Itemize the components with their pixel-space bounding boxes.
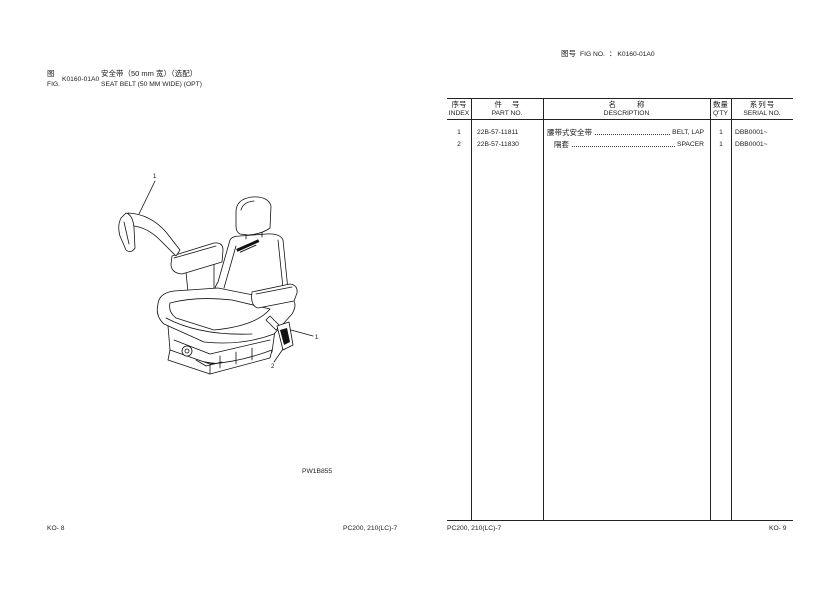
header-description: 名 称 DESCRIPTION bbox=[543, 99, 710, 119]
header-serial-no-cn: 系列号 bbox=[749, 100, 776, 109]
page-number-left: KO- 8 bbox=[47, 525, 65, 532]
header-qty: 数量 Q'TY bbox=[710, 99, 731, 119]
header-part-no: 件 号 PART NO. bbox=[471, 99, 543, 119]
headrest bbox=[235, 196, 272, 240]
fig-label-en: FIG. bbox=[47, 81, 61, 88]
cell-qty: 1 bbox=[719, 141, 723, 148]
illustration-code: PW1B855 bbox=[302, 468, 333, 475]
right-page: 图号 FIG NO.：K0160-01A0 序号 INDEX 件 号 PART N… bbox=[420, 0, 840, 594]
header-index-en: INDEX bbox=[448, 110, 470, 117]
table-row: 1 22B-57-11811 腰带式安全带 BELT, LAP 1 DBB000… bbox=[447, 129, 793, 141]
fig-code: K0160-01A0 bbox=[62, 76, 100, 83]
cell-index: 1 bbox=[457, 129, 461, 136]
header-index-cn: 序号 bbox=[451, 100, 467, 109]
adjust-knob bbox=[181, 345, 193, 357]
description-cn: 隔套 bbox=[554, 140, 569, 149]
description-cn: 腰带式安全带 bbox=[547, 128, 592, 137]
header-description-cn: 名 称 bbox=[608, 100, 655, 109]
parts-table: 序号 INDEX 件 号 PART NO. 名 称 DESCRIPTION 数量… bbox=[447, 98, 793, 521]
header-serial-no: 系列号 SERIAL NO. bbox=[731, 99, 793, 119]
header-description-en: DESCRIPTION bbox=[603, 110, 650, 117]
left-page: 图 FIG. K0160-01A0 安全带（50 mm 宽）（选配） SEAT … bbox=[47, 69, 398, 533]
cell-part-no: 22B-57-11830 bbox=[477, 141, 519, 148]
callout-1-lap-belt: 1 bbox=[153, 174, 157, 180]
logo-mark bbox=[236, 239, 260, 253]
belt-buckle bbox=[265, 315, 294, 351]
lap-belt bbox=[118, 212, 181, 257]
header-divider bbox=[447, 119, 793, 120]
page-number-right: KO- 9 bbox=[769, 525, 787, 532]
fig-label-cn: 图 bbox=[47, 69, 55, 78]
callout-2-spacer: 2 bbox=[271, 364, 275, 370]
fig-no-label-en: FIG NO. bbox=[580, 51, 605, 58]
cell-serial-no: DBB0001~ bbox=[735, 141, 768, 148]
description-en: BELT, LAP bbox=[672, 129, 704, 136]
header-serial-no-en: SERIAL NO. bbox=[743, 110, 781, 117]
cell-part-no: 22B-57-11811 bbox=[477, 129, 519, 136]
cell-serial-no: DBB0001~ bbox=[735, 129, 768, 136]
table-row: 2 22B-57-11830 隔套 SPACER 1 DBB0001~ bbox=[447, 141, 793, 153]
fig-no-separator: ： bbox=[608, 49, 617, 58]
fig-no-label-cn: 图号 bbox=[561, 49, 576, 58]
column-divider bbox=[731, 99, 732, 520]
left-armrest bbox=[170, 242, 224, 293]
cell-index: 2 bbox=[457, 141, 461, 148]
header-qty-cn: 数量 bbox=[713, 100, 728, 109]
description-en: SPACER bbox=[676, 141, 704, 148]
callout-1-buckle: 1 bbox=[315, 335, 319, 341]
cell-description: 隔套 SPACER bbox=[554, 141, 704, 149]
cell-qty: 1 bbox=[719, 129, 723, 136]
column-divider bbox=[710, 99, 711, 520]
figure-title-en: SEAT BELT (50 MM WIDE) (OPT) bbox=[101, 81, 202, 88]
column-divider bbox=[543, 99, 544, 520]
header-qty-en: Q'TY bbox=[712, 110, 729, 117]
header-index: 序号 INDEX bbox=[447, 99, 471, 119]
column-divider bbox=[471, 99, 472, 520]
fig-no-value: K0160-01A0 bbox=[617, 51, 655, 58]
seat-belt-illustration: 1 1 2 bbox=[118, 174, 319, 375]
dot-leader bbox=[595, 134, 671, 135]
right-armrest bbox=[251, 283, 298, 309]
dot-leader bbox=[572, 146, 675, 147]
spacer bbox=[265, 315, 281, 331]
figure-title-cn: 安全带（50 mm 宽）（选配） bbox=[101, 69, 198, 78]
model-left: PC200, 210(LC)-7 bbox=[343, 525, 398, 532]
model-right: PC200, 210(LC)-7 bbox=[447, 525, 502, 532]
cell-description: 腰带式安全带 BELT, LAP bbox=[547, 129, 704, 137]
leader-lines bbox=[138, 180, 314, 363]
fig-no-header: 图号 FIG NO.：K0160-01A0 bbox=[561, 50, 655, 59]
header-part-no-cn: 件 号 bbox=[494, 100, 524, 109]
header-part-no-en: PART NO. bbox=[491, 110, 523, 117]
